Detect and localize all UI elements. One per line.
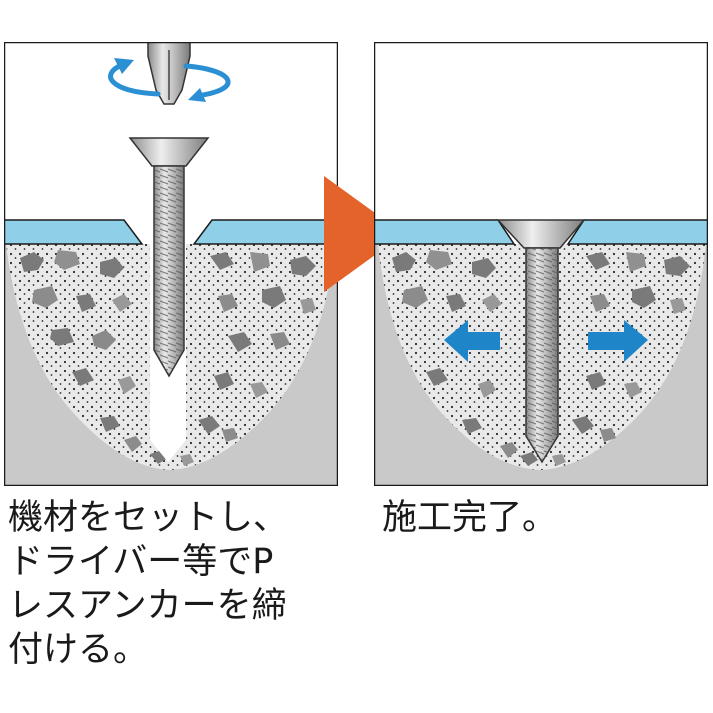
surface-layer xyxy=(566,219,708,245)
surface-layer xyxy=(192,219,338,245)
step1-caption-line: ドライバー等でP xyxy=(8,542,274,582)
panel-step2 xyxy=(374,42,708,486)
double-arrow-icon xyxy=(444,320,648,362)
aggregate-stones xyxy=(20,250,316,466)
step2-caption: 施工完了。 xyxy=(382,498,558,538)
surface-layer xyxy=(374,219,516,245)
screw xyxy=(128,137,210,378)
aggregate-stones xyxy=(392,250,690,466)
step1-caption-line: 付ける。 xyxy=(8,630,149,670)
screw xyxy=(496,219,586,464)
screwdriver-bit xyxy=(147,42,191,105)
step1-caption-line: 機材をセットし、 xyxy=(8,498,289,538)
step1-caption-line: レスアンカーを締 xyxy=(8,586,287,626)
panel-step1 xyxy=(4,42,338,486)
surface-layer xyxy=(4,219,144,245)
triangle-right-icon xyxy=(324,176,404,292)
rotate-arrow-icon xyxy=(108,61,231,99)
